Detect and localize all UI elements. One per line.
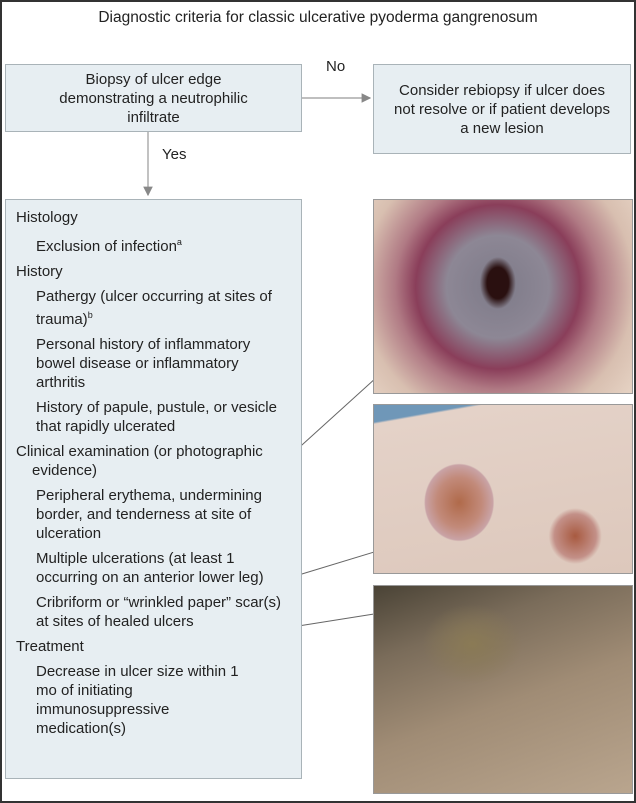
heading-treatment: Treatment	[16, 638, 84, 655]
photo-multiple-ulcers-leg	[373, 404, 633, 574]
diagram-title: Diagnostic criteria for classic ulcerati…	[98, 9, 538, 26]
criterion-ibd-history: Personal history of inflammatory bowel d…	[36, 336, 251, 391]
criterion-papule-history: History of papule, pustule, or vesicle t…	[36, 399, 277, 435]
biopsy-box: Biopsy of ulcer edge demonstrating a neu…	[5, 64, 302, 132]
heading-history: History	[16, 263, 63, 280]
heading-histology: Histology	[16, 209, 78, 226]
criterion-multiple-ulcerations: Multiple ulcerations (at least 1 occurri…	[36, 550, 264, 586]
heading-clinical: Clinical examination (or photographic ev…	[16, 443, 263, 479]
pointer-cribriform-scar	[291, 613, 375, 628]
criterion-peripheral-erythema: Peripheral erythema, undermining border,…	[36, 487, 262, 542]
photo-cribriform-scar	[373, 585, 633, 794]
criterion-pathergy: Pathergy (ulcer occurring at sites of tr…	[36, 288, 272, 328]
rebiopsy-box: Consider rebiopsy if ulcer does not reso…	[373, 64, 631, 154]
no-label: No	[326, 58, 346, 75]
criterion-treatment-response: Decrease in ulcer size within 1 mo of in…	[36, 663, 239, 737]
photo-ulcer-violaceous-border	[373, 199, 633, 394]
criterion-cribriform-scar: Cribriform or “wrinkled paper” scar(s) a…	[36, 594, 282, 630]
criteria-box: Histology Exclusion of infectiona Histor…	[5, 199, 302, 779]
criterion-exclusion-infection: Exclusion of infectiona	[36, 237, 182, 255]
yes-label: Yes	[162, 146, 187, 163]
